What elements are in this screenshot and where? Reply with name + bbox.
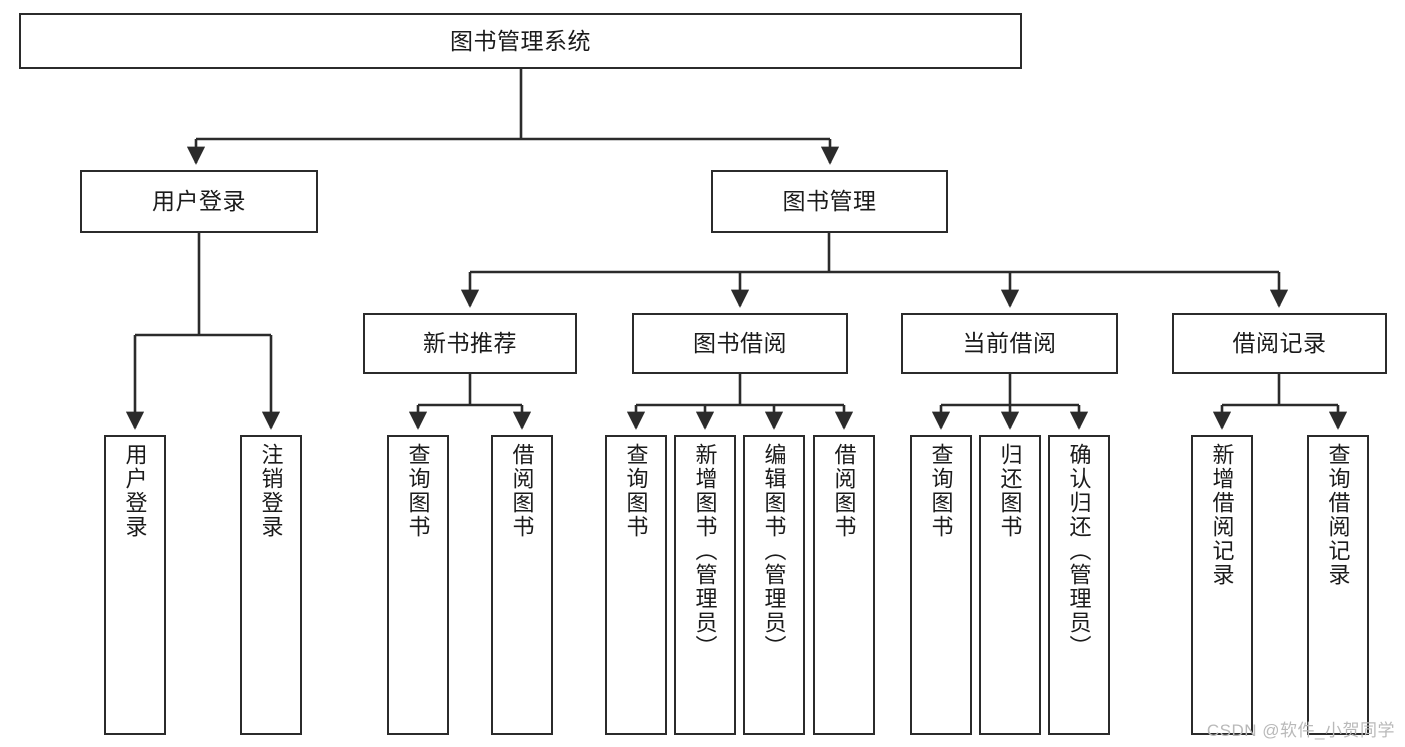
node-borrow-record[interactable]: 借阅记录 [1172,313,1387,374]
node-book-management[interactable]: 图书管理 [711,170,948,233]
node-label: 查询图书 [405,443,431,539]
leaf-book-borrow-query[interactable]: 查询图书 [605,435,667,735]
watermark-text: CSDN @软件_小贺同学 [1206,721,1395,740]
leaf-user-login-login[interactable]: 用户登录 [104,435,166,735]
leaf-new-book-borrow[interactable]: 借阅图书 [491,435,553,735]
node-label: 查询图书 [623,443,649,539]
node-label: 图书借阅 [693,330,787,357]
node-label: 新增借阅记录 [1209,443,1235,587]
node-label: 用户登录 [122,443,148,539]
node-label: 图书管理 [782,188,877,215]
node-label: 借阅记录 [1232,330,1327,357]
leaf-borrow-record-query[interactable]: 查询借阅记录 [1307,435,1369,735]
node-label: 归还图书 [997,443,1023,539]
node-label: 新增图书（管理员） [692,443,718,659]
node-label: 查询借阅记录 [1325,443,1351,587]
node-label: 查询图书 [928,443,954,539]
node-user-login[interactable]: 用户登录 [80,170,318,233]
node-label: 注销登录 [258,443,284,539]
leaf-borrow-record-add[interactable]: 新增借阅记录 [1191,435,1253,735]
leaf-user-login-logout[interactable]: 注销登录 [240,435,302,735]
node-label: 确认归还（管理员） [1066,443,1092,659]
leaf-book-borrow-edit[interactable]: 编辑图书（管理员） [743,435,805,735]
node-root-system[interactable]: 图书管理系统 [19,13,1022,69]
leaf-new-book-query[interactable]: 查询图书 [387,435,449,735]
node-label: 用户登录 [152,188,246,215]
leaf-current-borrow-confirm-return[interactable]: 确认归还（管理员） [1048,435,1110,735]
node-label: 当前借阅 [962,330,1057,357]
leaf-current-borrow-query[interactable]: 查询图书 [910,435,972,735]
leaf-book-borrow-borrow[interactable]: 借阅图书 [813,435,875,735]
node-label: 图书管理系统 [450,27,591,54]
node-label: 借阅图书 [831,443,857,539]
leaf-book-borrow-add[interactable]: 新增图书（管理员） [674,435,736,735]
node-book-borrow[interactable]: 图书借阅 [632,313,848,374]
node-current-borrow[interactable]: 当前借阅 [901,313,1118,374]
node-new-book-recommend[interactable]: 新书推荐 [363,313,577,374]
node-label: 编辑图书（管理员） [761,443,787,659]
node-label: 借阅图书 [509,443,535,539]
node-label: 新书推荐 [423,330,517,357]
leaf-current-borrow-return[interactable]: 归还图书 [979,435,1041,735]
